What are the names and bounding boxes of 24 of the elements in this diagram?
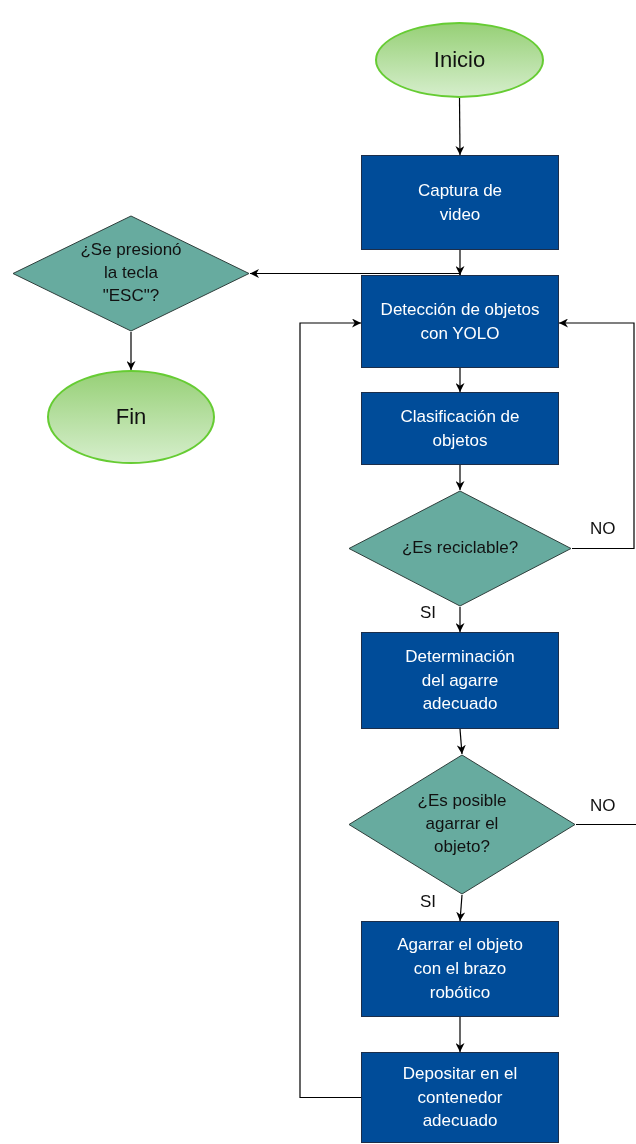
decision-text: ¿Es reciclable?	[401, 537, 519, 560]
terminal-ellipse: Inicio	[375, 22, 544, 98]
process-box: Detección de objetos con YOLO	[361, 275, 559, 368]
process-box: Agarrar el objeto con el brazo robótico	[361, 921, 559, 1017]
process-box: Captura de video	[361, 155, 559, 250]
process-box: Depositar en el contenedor adecuado	[361, 1052, 559, 1143]
arrow	[455, 1016, 465, 1053]
arrow	[455, 367, 465, 393]
arrow	[126, 331, 136, 371]
decision-text: ¿Es posible agarrar el objeto?	[416, 790, 508, 858]
arrow	[455, 606, 465, 633]
arrow	[456, 728, 466, 755]
arrow	[455, 249, 465, 276]
arrow	[455, 464, 465, 491]
arrow	[558, 318, 635, 550]
decision-text: ¿Se presionó la tecla "ESC"?	[79, 239, 183, 307]
process-box: Clasificación de objetos	[361, 392, 559, 465]
arrow	[249, 269, 461, 278]
terminal-ellipse: Fin	[47, 370, 215, 464]
process-box: Determinación del agarre adecuado	[361, 632, 559, 729]
arrow	[456, 894, 466, 922]
arrow	[455, 97, 465, 156]
arrow	[299, 318, 362, 1099]
connector-line	[575, 823, 636, 826]
